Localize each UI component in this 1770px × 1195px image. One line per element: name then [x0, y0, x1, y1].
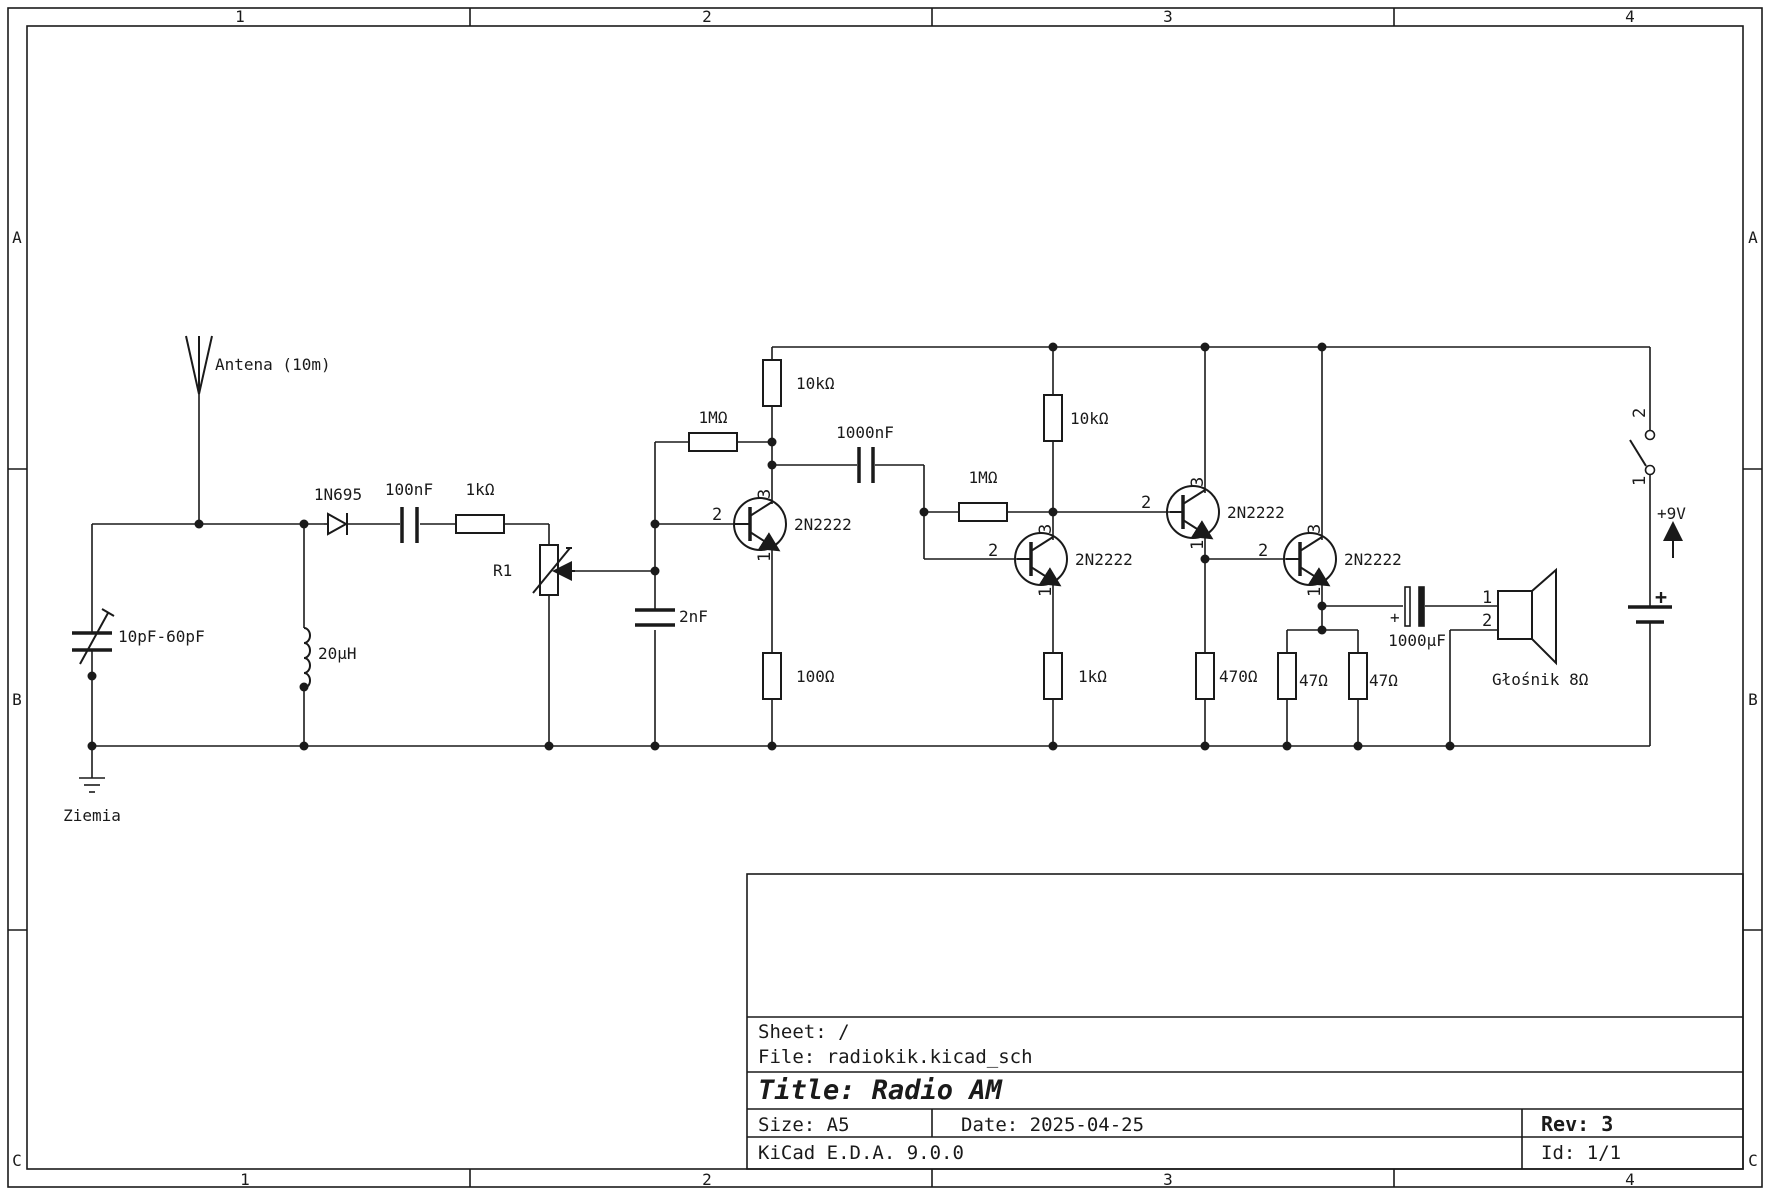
- frame-col-1-top: 1: [235, 7, 245, 26]
- resistor-1m-a-symbol: [688, 432, 738, 452]
- frame-col-3-top: 3: [1163, 7, 1173, 26]
- diode-symbol: [324, 512, 349, 536]
- q3-pin-emitter: 1: [1188, 540, 1208, 550]
- q2-pin-collector: 3: [1036, 524, 1056, 534]
- battery-symbol: [1628, 521, 1683, 624]
- antenna-label: Antena (10m): [215, 355, 331, 374]
- frame-col-3-bottom: 3: [1163, 1170, 1173, 1189]
- q3-pin-base: 2: [1141, 493, 1151, 513]
- resistor-47-b-symbol: [1348, 652, 1368, 700]
- antenna-symbol: [185, 335, 213, 395]
- capacitor-1000nf-label: 1000nF: [836, 423, 894, 442]
- title-block-rev: Rev: 3: [1541, 1112, 1613, 1136]
- frame-col-4-bottom: 4: [1625, 1170, 1635, 1189]
- q4-pin-collector: 3: [1305, 524, 1325, 534]
- battery-label: +9V: [1657, 504, 1686, 523]
- transistor-q3-label: 2N2222: [1227, 503, 1285, 522]
- q4-pin-base: 2: [1258, 541, 1268, 561]
- frame-col-2-top: 2: [702, 7, 712, 26]
- inductor-symbol: [303, 627, 311, 689]
- capacitor-2nf-symbol: [635, 604, 675, 627]
- title-block: Sheet: / File: radiokik.kicad_sch Title:…: [746, 873, 1744, 1170]
- transistor-q3-symbol: [1166, 485, 1220, 540]
- wires: [91, 346, 1651, 747]
- switch-pin-2: 2: [1630, 408, 1650, 418]
- q3-pin-collector: 3: [1188, 477, 1208, 487]
- capacitor-1000uf-symbol: [1404, 586, 1425, 627]
- q4-pin-emitter: 1: [1305, 587, 1325, 597]
- potentiometer-symbol: [532, 544, 575, 596]
- variable-capacitor-symbol: [72, 608, 115, 668]
- variable-capacitor-label: 10pF-60pF: [118, 627, 205, 646]
- transistor-q1-symbol: [733, 497, 787, 552]
- capacitor-100nf-symbol: [400, 507, 419, 543]
- inductor-label: 20µH: [318, 644, 357, 663]
- speaker-pin-2: 2: [1482, 611, 1492, 631]
- resistor-100-label: 100Ω: [796, 667, 835, 686]
- resistor-10k-a-label: 10kΩ: [796, 374, 835, 393]
- switch-pin-1: 1: [1630, 476, 1650, 486]
- frame-row-c-right: C: [1748, 1151, 1758, 1170]
- frame-row-b-left: B: [12, 690, 22, 709]
- title-block-title: Title: Radio AM: [758, 1075, 1003, 1106]
- diode-label: 1N695: [314, 485, 362, 504]
- resistor-1m-b-label: 1MΩ: [969, 468, 998, 487]
- transistor-q4-label: 2N2222: [1344, 550, 1402, 569]
- transistor-q2-label: 2N2222: [1075, 550, 1133, 569]
- resistor-10k-a-symbol: [762, 359, 782, 407]
- capacitor-100nf-label: 100nF: [385, 480, 433, 499]
- resistor-10k-b-label: 10kΩ: [1070, 409, 1109, 428]
- transistor-q1-label: 2N2222: [794, 515, 852, 534]
- resistor-1m-a-label: 1MΩ: [699, 408, 728, 427]
- resistor-1m-b-symbol: [958, 502, 1008, 522]
- resistor-1k-b-label: 1kΩ: [1078, 667, 1107, 686]
- resistor-100-symbol: [762, 652, 782, 700]
- speaker-symbol: [1497, 567, 1557, 666]
- title-block-size: Size: A5: [758, 1114, 850, 1136]
- resistor-1k-b-symbol: [1043, 652, 1063, 700]
- ground-label: Ziemia: [63, 806, 121, 825]
- speaker-pin-1: 1: [1482, 588, 1492, 608]
- frame-row-b-right: B: [1748, 690, 1758, 709]
- capacitor-1000nf-symbol: [857, 447, 875, 483]
- q1-pin-collector: 3: [755, 489, 775, 499]
- frame-row-c-left: C: [12, 1151, 22, 1170]
- resistor-47-b-label: 47Ω: [1369, 671, 1398, 690]
- resistor-10k-b-symbol: [1043, 394, 1063, 442]
- q2-pin-emitter: 1: [1036, 587, 1056, 597]
- capacitor-1000uf-label: 1000µF: [1388, 631, 1446, 650]
- capacitor-2nf-label: 2nF: [679, 607, 708, 626]
- title-block-file: File: radiokik.kicad_sch: [758, 1046, 1033, 1068]
- title-block-date: Date: 2025-04-25: [961, 1114, 1144, 1136]
- frame-col-4-top: 4: [1625, 7, 1635, 26]
- capacitor-1000uf-plus: +: [1390, 608, 1400, 627]
- transistor-q2-symbol: [1014, 532, 1068, 587]
- switch-symbol: [1629, 429, 1656, 476]
- potentiometer-label: R1: [493, 561, 512, 580]
- q1-pin-emitter: 1: [755, 552, 775, 562]
- resistor-470-label: 470Ω: [1219, 667, 1258, 686]
- frame-col-1-bottom: 1: [240, 1170, 250, 1189]
- title-block-tool: KiCad E.D.A. 9.0.0: [758, 1142, 964, 1164]
- q2-pin-base: 2: [988, 541, 998, 561]
- title-block-sheet: Sheet: /: [758, 1021, 850, 1043]
- battery-plus: +: [1655, 585, 1667, 609]
- frame-col-2-bottom: 2: [702, 1170, 712, 1189]
- ground-symbol: [79, 746, 105, 793]
- junctions: [87, 342, 1455, 751]
- speaker-label: Głośnik 8Ω: [1492, 670, 1589, 689]
- transistor-q4-symbol: [1283, 532, 1337, 587]
- resistor-1k-input-symbol: [455, 514, 505, 534]
- resistor-470-symbol: [1195, 652, 1215, 700]
- resistor-47-a-label: 47Ω: [1299, 671, 1328, 690]
- title-block-id: Id: 1/1: [1541, 1142, 1621, 1164]
- frame-row-a-right: A: [1748, 228, 1758, 247]
- resistor-1k-input-label: 1kΩ: [466, 480, 495, 499]
- q1-pin-base: 2: [712, 505, 722, 525]
- frame-row-a-left: A: [12, 228, 22, 247]
- resistor-47-a-symbol: [1277, 652, 1297, 700]
